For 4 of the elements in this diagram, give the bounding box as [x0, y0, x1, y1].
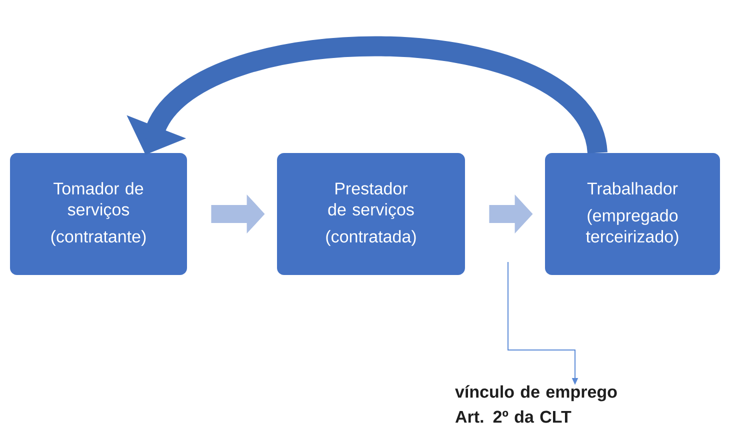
process-box: Trabalhador (empregado terceirizado): [545, 153, 720, 275]
note-text: vínculo de emprego Art. 2º da CLT: [455, 385, 617, 423]
process-box: Tomador de serviços (contratante): [10, 153, 187, 275]
process-box: Prestador de serviços (contratada): [277, 153, 465, 275]
